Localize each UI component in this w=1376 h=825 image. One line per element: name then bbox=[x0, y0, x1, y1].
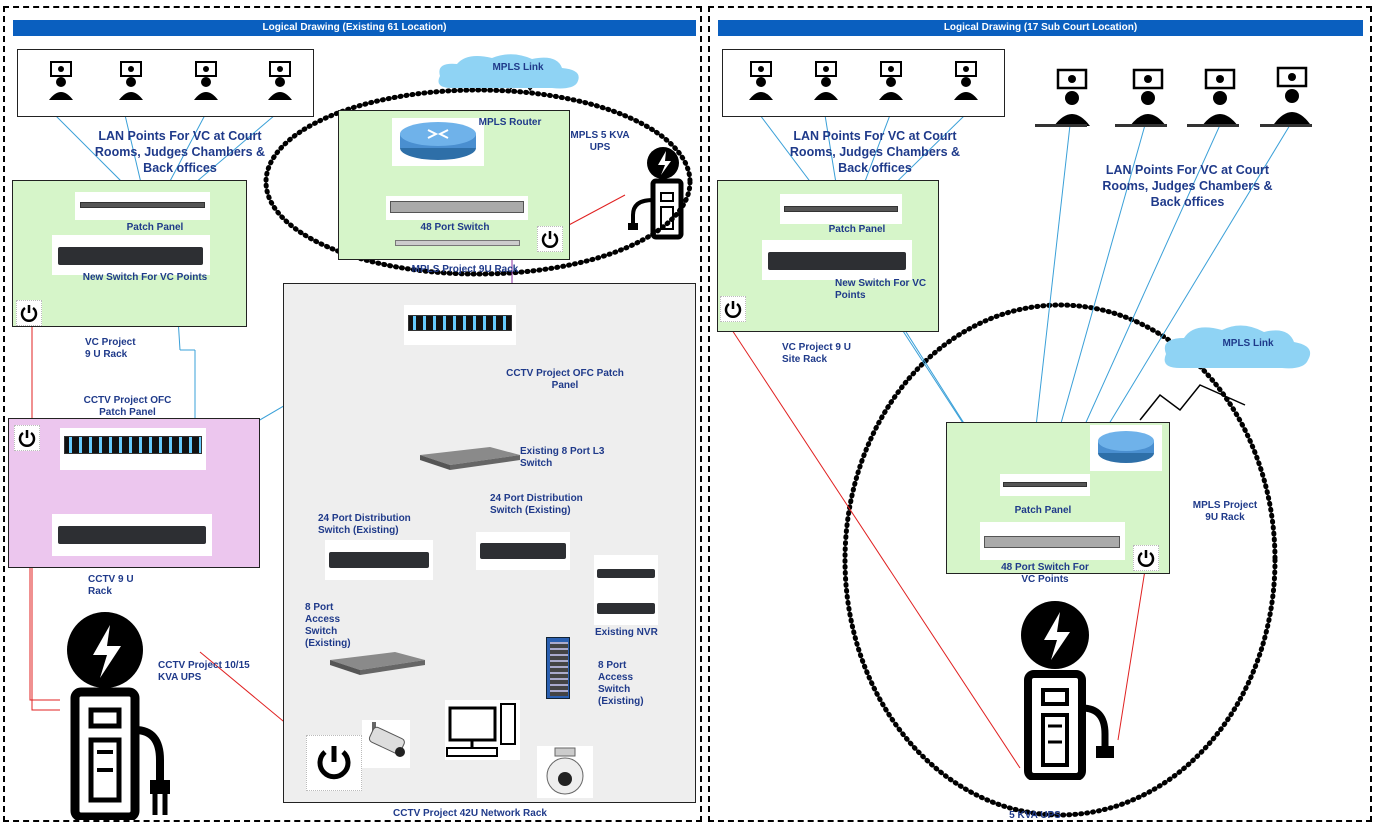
vc-user-icon bbox=[808, 60, 844, 107]
power-icon bbox=[537, 226, 563, 252]
access-switch-left bbox=[330, 650, 425, 675]
patch-panel-left-label: Patch Panel bbox=[126, 222, 184, 233]
vc-user-icon bbox=[1270, 66, 1314, 131]
mpls-rack-right-label: MPLS Project 9U Rack bbox=[1192, 500, 1258, 523]
vc-user-icon bbox=[948, 60, 984, 107]
ups-icon bbox=[625, 145, 695, 240]
cloud-icon bbox=[1158, 320, 1318, 372]
lan-point-bar bbox=[1187, 124, 1239, 127]
new-switch-left bbox=[52, 235, 210, 275]
lan-point-bar bbox=[1115, 124, 1167, 127]
vc-user-icon bbox=[188, 60, 224, 107]
vc-user-icon bbox=[1050, 68, 1094, 133]
left-panel-frame bbox=[3, 6, 702, 822]
vc-points-row-right bbox=[722, 49, 1005, 117]
vc-user-icon bbox=[873, 60, 909, 107]
patch-panel-right-label: Patch Panel bbox=[828, 224, 886, 235]
router-panel-right bbox=[1090, 425, 1162, 471]
nvr-unit bbox=[594, 555, 658, 625]
router-icon bbox=[1098, 431, 1154, 463]
network-rack-label: CCTV Project 42U Network Rack bbox=[393, 808, 547, 819]
vc-user-icon bbox=[1198, 68, 1242, 133]
access-switch-left-label: 8 Port Access Switch (Existing) bbox=[305, 602, 351, 649]
power-icon bbox=[1133, 545, 1159, 571]
nvr-label: Existing NVR bbox=[595, 627, 658, 638]
patch-panel-left bbox=[75, 192, 210, 220]
vc-site-rack-label: VC Project 9 U Site Rack bbox=[782, 342, 851, 365]
new-switch-right-label: New Switch For VC Points bbox=[835, 278, 927, 301]
mpls-link-label-right: MPLS Link bbox=[1222, 338, 1274, 349]
l3-switch bbox=[420, 445, 520, 470]
48-port-switch-right-label: 48 Port Switch For VC Points bbox=[1001, 562, 1089, 585]
mpls-router-label: MPLS Router bbox=[478, 117, 542, 128]
vc-user-icon bbox=[262, 60, 298, 107]
48-port-switch-left bbox=[386, 196, 528, 220]
cctv-ofc-patch-label: CCTV Project OFC Patch Panel bbox=[83, 395, 172, 418]
right-panel-title: Logical Drawing (17 Sub Court Location) bbox=[718, 20, 1363, 36]
right-panel-frame bbox=[708, 6, 1372, 822]
ups-icon bbox=[55, 610, 205, 822]
power-icon bbox=[16, 300, 42, 326]
mpls-link-label-left: MPLS Link bbox=[492, 62, 544, 73]
rack-shelf bbox=[395, 240, 520, 246]
vc-user-icon bbox=[1126, 68, 1170, 133]
ups-right-label: 5 KVA UPS bbox=[1009, 810, 1061, 821]
lightning-link-icon bbox=[1139, 384, 1246, 421]
cctv-ofc-patch-right-label: CCTV Project OFC Patch Panel bbox=[506, 368, 624, 391]
lan-points-label-right-2: LAN Points For VC at Court Rooms, Judges… bbox=[1102, 163, 1273, 209]
lan-points-label-left: LAN Points For VC at Court Rooms, Judges… bbox=[94, 129, 266, 175]
dist-switch-left bbox=[325, 540, 433, 580]
dist-switch-right-label: 24 Port Distribution Switch (Existing) bbox=[490, 493, 583, 516]
lan-point-bar bbox=[1260, 124, 1312, 127]
power-icon bbox=[720, 296, 746, 322]
vc-user-icon bbox=[113, 60, 149, 107]
power-icon bbox=[306, 735, 362, 791]
patch-panel-right bbox=[780, 194, 902, 224]
mpls-ups-label: MPLS 5 KVA UPS bbox=[570, 130, 630, 153]
bullet-camera-icon bbox=[362, 720, 410, 768]
cloud-icon bbox=[432, 50, 587, 92]
lan-points-label-right-1: LAN Points For VC at Court Rooms, Judges… bbox=[789, 129, 961, 175]
48-port-switch-right bbox=[980, 522, 1125, 560]
dist-switch-left-label: 24 Port Distribution Switch (Existing) bbox=[318, 513, 411, 536]
mpls-rack-label: MPLS Project 9U Rack bbox=[411, 264, 519, 275]
new-switch-right bbox=[762, 240, 912, 280]
l3-switch-label: Existing 8 Port L3 Switch bbox=[520, 446, 605, 469]
mpls-zone-ellipse bbox=[263, 87, 693, 277]
power-links-right bbox=[731, 329, 1146, 769]
access-switch-right-label: 8 Port Access Switch (Existing) bbox=[598, 660, 644, 707]
ups-icon bbox=[1010, 600, 1140, 781]
cctv-switch-left bbox=[52, 514, 212, 556]
lan-point-bar bbox=[1035, 124, 1087, 127]
cctv-9u-rack-label: CCTV 9 U Rack bbox=[88, 574, 134, 597]
right-mpls-zone-ellipse bbox=[842, 302, 1278, 818]
cctv-ups-label: CCTV Project 10/15 KVA UPS bbox=[158, 660, 250, 683]
48-port-switch-label: 48 Port Switch bbox=[420, 222, 490, 233]
router-icon bbox=[400, 122, 476, 160]
power-icon bbox=[14, 425, 40, 451]
dist-switch-right bbox=[476, 532, 570, 570]
new-switch-left-label: New Switch For VC Points bbox=[82, 272, 208, 283]
patch-panel-mpls bbox=[1000, 474, 1090, 496]
computer-icon bbox=[445, 700, 520, 760]
vc-points-row-left bbox=[17, 49, 314, 117]
router-panel bbox=[392, 118, 484, 166]
access-switch-right bbox=[546, 637, 570, 699]
patch-panel-mpls-label: Patch Panel bbox=[1014, 505, 1072, 516]
ofc-patch-panel-right bbox=[404, 305, 516, 345]
vc-user-icon bbox=[743, 60, 779, 107]
vc-rack-left-label: VC Project 9 U Rack bbox=[85, 337, 136, 360]
vc-user-icon bbox=[43, 60, 79, 107]
ptz-camera-icon bbox=[537, 746, 593, 798]
ofc-patch-panel-left bbox=[60, 428, 206, 470]
left-panel-title: Logical Drawing (Existing 61 Location) bbox=[13, 20, 696, 36]
